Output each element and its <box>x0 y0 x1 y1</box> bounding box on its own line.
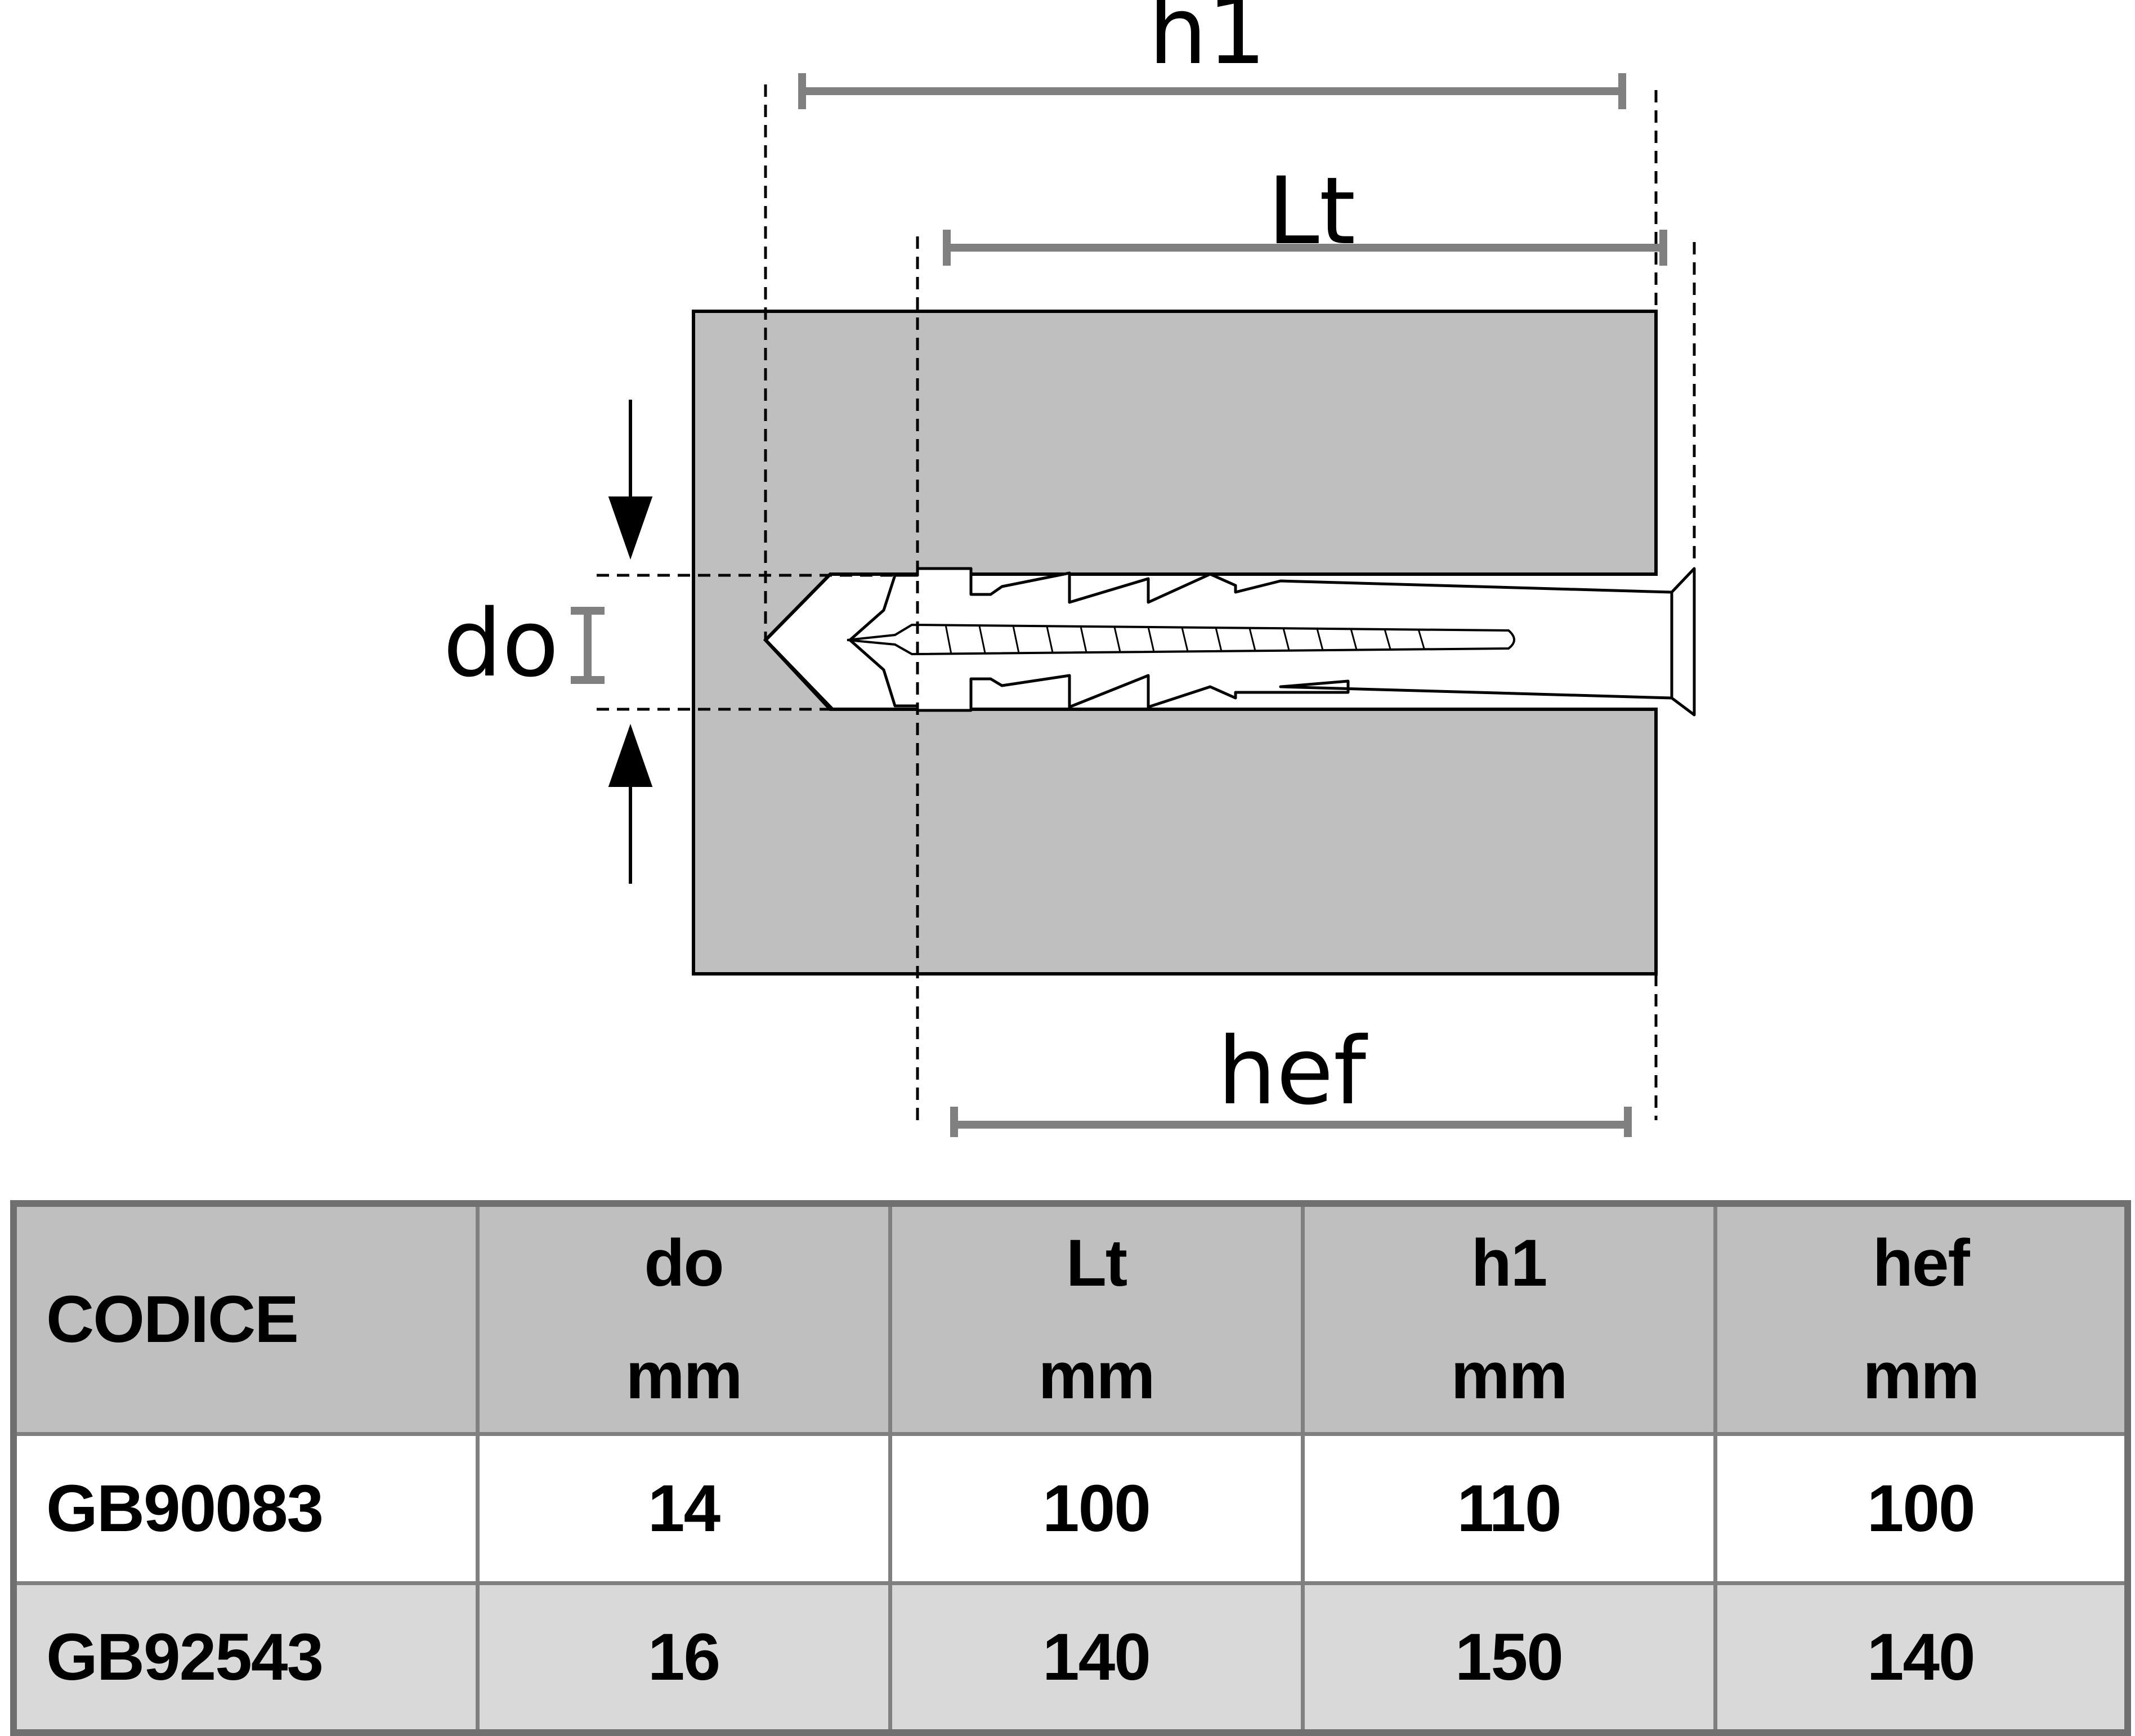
header-hef: hef mm <box>1713 1201 2130 1436</box>
screw-head <box>1670 567 1696 717</box>
concrete-body <box>692 310 1658 976</box>
header-lt: Lt mm <box>888 1201 1305 1436</box>
hef-label: hef <box>1218 1017 1368 1125</box>
table-row: GB90083 14 100 110 100 <box>11 1432 2130 1585</box>
anchor-spec-table: CODICE do mm Lt mm h1 mm hef mm GB90083 … <box>10 1200 2131 1736</box>
table-row: GB92543 16 140 150 140 <box>11 1581 2130 1734</box>
h1-dimension-line <box>798 73 1626 109</box>
table-header-row: CODICE do mm Lt mm h1 mm hef mm <box>11 1201 2130 1436</box>
cell-hef: 140 <box>1713 1581 2130 1734</box>
dimension-lines <box>571 73 1667 1137</box>
header-do: do mm <box>475 1201 892 1436</box>
arrow-up-head <box>608 723 653 787</box>
do-dimension-line <box>571 607 605 684</box>
hef-dimension-line <box>950 1107 1632 1137</box>
screw <box>847 623 1515 656</box>
header-h1: h1 mm <box>1300 1201 1717 1436</box>
cell-lt: 140 <box>888 1581 1305 1734</box>
header-codice: CODICE <box>11 1201 480 1436</box>
cell-lt: 100 <box>888 1432 1305 1585</box>
cell-codice: GB92543 <box>11 1581 480 1734</box>
cell-codice: GB90083 <box>11 1432 480 1585</box>
lt-dimension-line <box>943 230 1667 266</box>
extension-lines <box>597 84 1696 1120</box>
h1-label: h1 <box>1148 0 1266 85</box>
cell-do: 14 <box>475 1432 892 1585</box>
cell-hef: 100 <box>1713 1432 2130 1585</box>
arrow-down-head <box>608 496 653 560</box>
lt-label: Lt <box>1268 157 1356 265</box>
screw-thread-lines <box>945 624 1425 655</box>
do-arrows <box>608 400 653 884</box>
cell-do: 16 <box>475 1581 892 1734</box>
cell-h1: 110 <box>1300 1432 1717 1585</box>
cell-h1: 150 <box>1300 1581 1717 1734</box>
anchor-installation-diagram: h1 Lt hef do <box>443 0 1696 1137</box>
do-label: do <box>443 589 559 697</box>
